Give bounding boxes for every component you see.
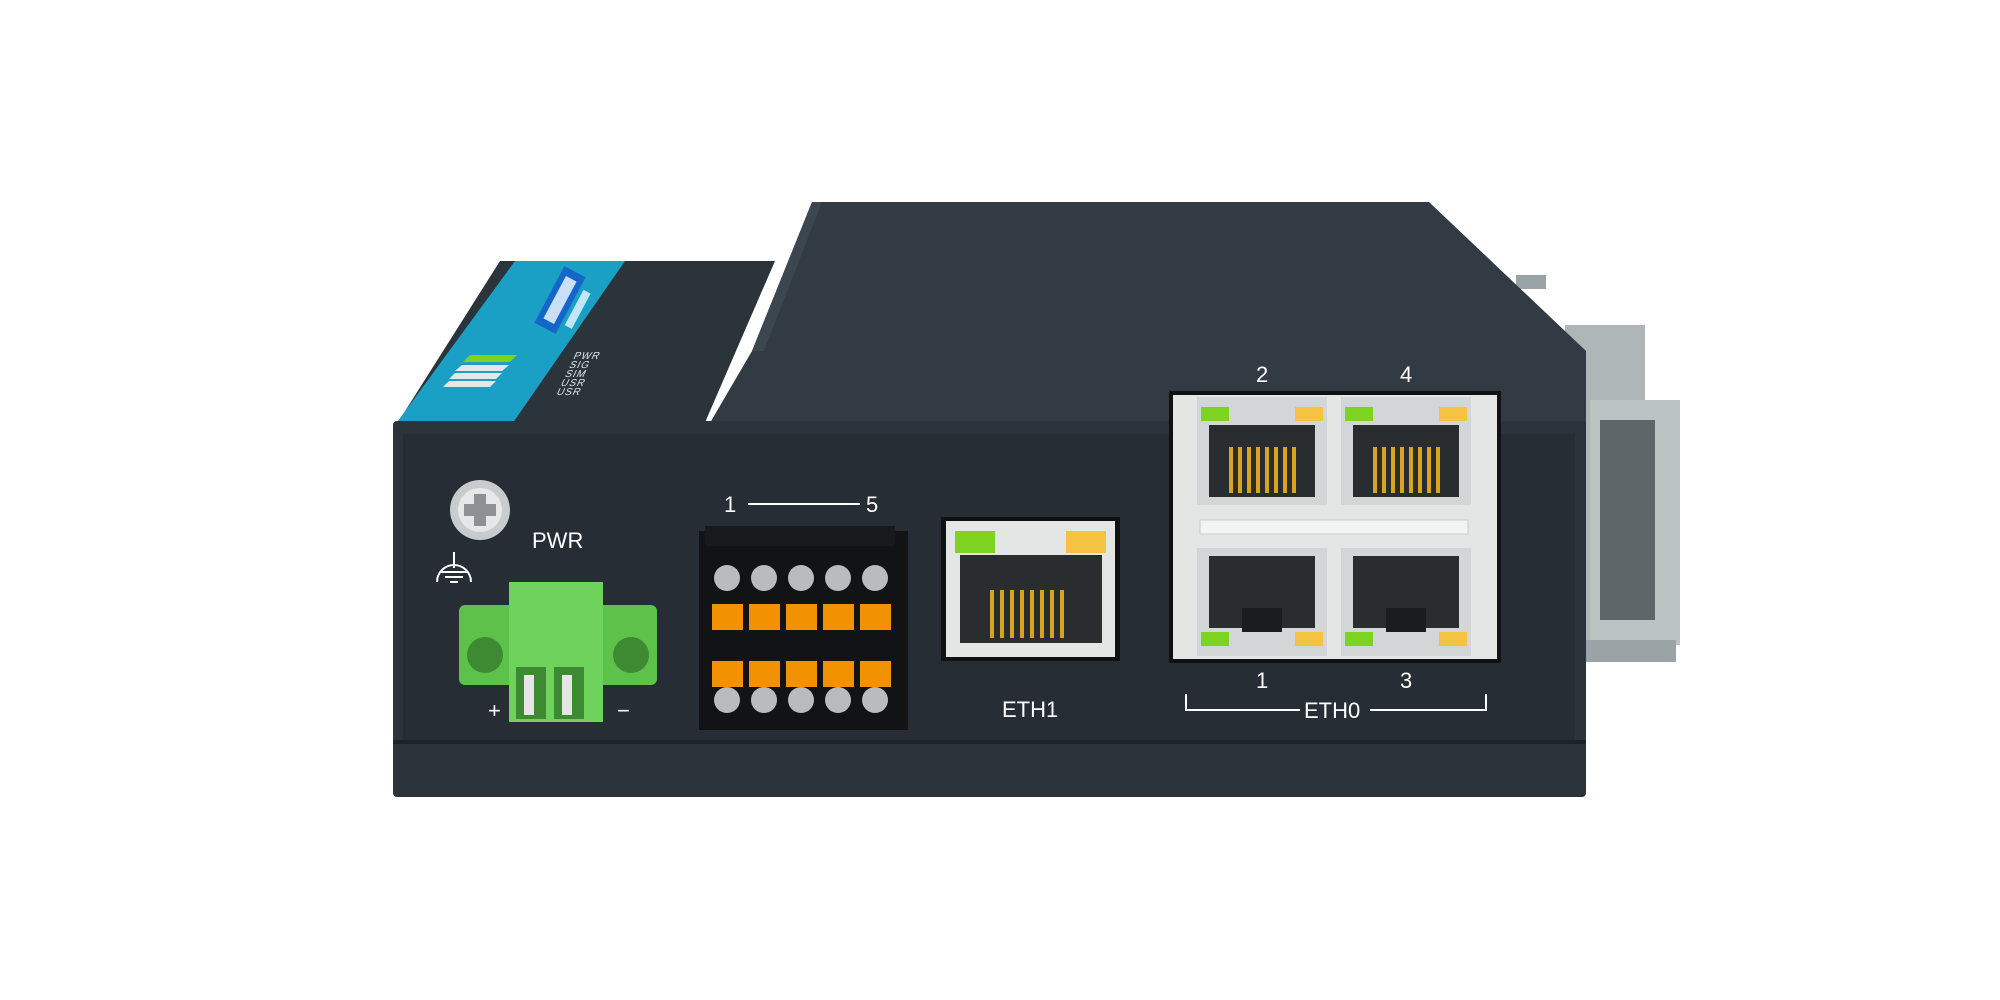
link-led bbox=[1345, 407, 1373, 421]
led-label-pwr: PWR bbox=[571, 350, 603, 361]
link-led bbox=[1345, 632, 1373, 646]
led-pwr bbox=[463, 355, 517, 362]
io-terminal-pin[interactable] bbox=[860, 565, 891, 713]
upper-housing bbox=[700, 202, 1586, 440]
eth0-port4-label: 4 bbox=[1400, 362, 1412, 387]
activity-led bbox=[1439, 632, 1467, 646]
ground-icon bbox=[436, 552, 472, 583]
eth1-pin bbox=[1040, 590, 1044, 638]
eth0-port2-label: 2 bbox=[1256, 362, 1268, 387]
eth0-port1-label: 1 bbox=[1256, 668, 1268, 693]
io-terminal-pin[interactable] bbox=[749, 565, 780, 713]
ground-screw[interactable] bbox=[450, 480, 510, 540]
io-terminal-pin[interactable] bbox=[823, 565, 854, 713]
eth1-pin bbox=[1000, 590, 1004, 638]
eth0-port-4[interactable] bbox=[1341, 397, 1471, 505]
eth0-label: ETH0 bbox=[1304, 698, 1360, 723]
led-label-sim: SIM bbox=[563, 368, 589, 379]
led-label-sig: SIG bbox=[567, 359, 593, 370]
io-terminal-block[interactable] bbox=[699, 526, 908, 730]
eth1-label: ETH1 bbox=[1002, 697, 1058, 722]
eth1-pin bbox=[1010, 590, 1014, 638]
led-sig bbox=[455, 365, 509, 371]
status-led-panel bbox=[443, 355, 517, 387]
activity-led bbox=[1295, 632, 1323, 646]
io-end-label: 5 bbox=[866, 492, 878, 517]
activity-led bbox=[1295, 407, 1323, 421]
eth1-activity-led bbox=[1066, 531, 1106, 553]
eth0-bracket bbox=[1185, 694, 1487, 711]
led-label-usr2: USR bbox=[554, 386, 583, 397]
eth1-pin bbox=[1060, 590, 1064, 638]
io-terminal-pin[interactable] bbox=[786, 565, 817, 713]
eth0-port3-label: 3 bbox=[1400, 668, 1412, 693]
led-usr bbox=[443, 381, 496, 387]
link-led bbox=[1201, 632, 1229, 646]
eth1-link-led bbox=[955, 531, 995, 553]
power-plus-label: + bbox=[488, 698, 501, 723]
pwr-label: PWR bbox=[532, 528, 583, 553]
power-minus-label: − bbox=[617, 698, 630, 723]
io-start-label: 1 bbox=[724, 492, 736, 517]
led-label-usr1: USR bbox=[559, 377, 588, 388]
power-connector[interactable] bbox=[459, 582, 657, 722]
eth0-port-3[interactable] bbox=[1341, 548, 1471, 656]
eth1-pin bbox=[1050, 590, 1054, 638]
eth1-pin bbox=[1020, 590, 1024, 638]
eth1-pin bbox=[990, 590, 994, 638]
led-sim bbox=[449, 373, 502, 379]
eth1-port[interactable] bbox=[941, 517, 1120, 661]
eth0-port-1[interactable] bbox=[1197, 548, 1327, 656]
io-terminal-pin[interactable] bbox=[712, 565, 743, 713]
link-led bbox=[1201, 407, 1229, 421]
brand-logo bbox=[534, 266, 591, 334]
eth0-port-2[interactable] bbox=[1197, 397, 1327, 505]
eth1-pin bbox=[1030, 590, 1034, 638]
activity-led bbox=[1439, 407, 1467, 421]
